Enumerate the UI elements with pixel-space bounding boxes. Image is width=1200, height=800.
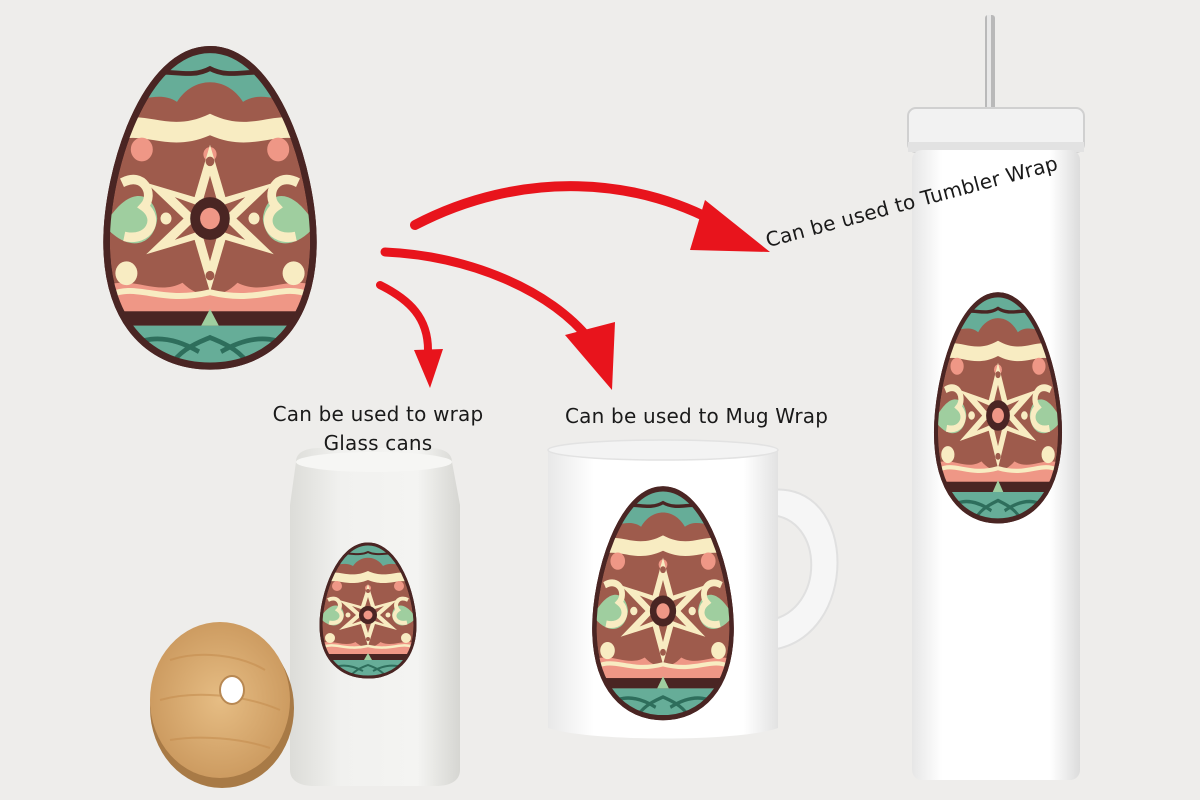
bamboo-lid [150, 622, 294, 788]
mug-caption: Can be used to Mug Wrap [565, 404, 829, 428]
arrow-to-tumbler [410, 181, 770, 252]
mug-mockup [547, 439, 839, 739]
glass-can-caption-line1: Can be used to wrap [272, 402, 484, 426]
arrow-to-glass-can [376, 281, 443, 388]
egg-design [100, 40, 320, 373]
glass-can-caption: Can be used to wrap Glass cans [262, 400, 494, 458]
arrow-to-mug [380, 247, 615, 390]
glass-can-mockup [290, 448, 460, 786]
glass-can-caption-line2: Glass cans [323, 431, 433, 455]
tumbler-mockup [907, 15, 1085, 780]
